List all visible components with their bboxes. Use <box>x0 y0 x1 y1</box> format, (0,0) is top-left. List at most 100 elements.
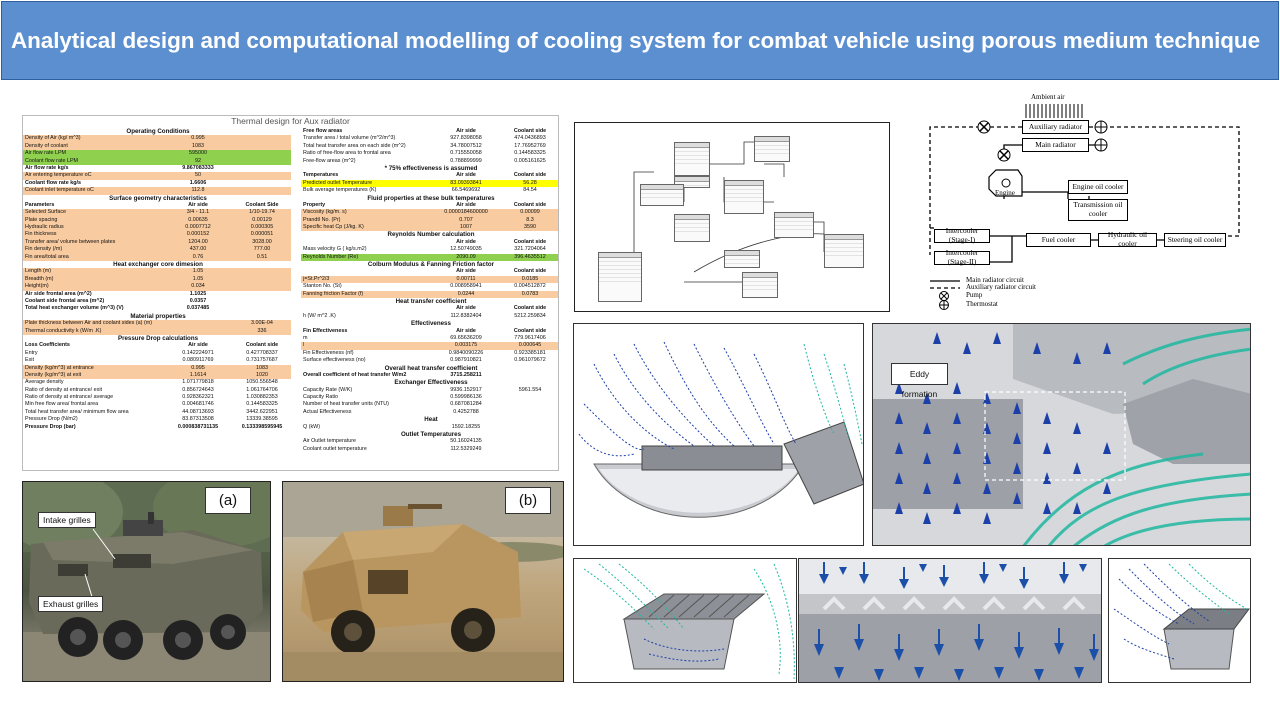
sheet-cell-value: 0.995 <box>191 135 205 142</box>
ambient-air-label: Ambient air <box>1031 93 1065 101</box>
sheet-cell-value: Coolant Side <box>245 201 279 208</box>
sheet-cell-value <box>501 409 558 416</box>
sheet-row: Air entering temperature oC 50 <box>23 172 291 180</box>
sheet-cell-value <box>501 446 558 453</box>
sheet-row: Effectiveness <box>301 320 558 327</box>
flow-box <box>742 272 778 298</box>
sheet-cell-value: 3590 <box>524 224 536 231</box>
cfd-3-illustration <box>583 563 795 680</box>
cfd-vector-closeup <box>798 558 1102 683</box>
page-title: Analytical design and computational mode… <box>11 27 1260 53</box>
thermal-design-sheet: Thermal design for Aux radiator Operatin… <box>22 115 559 471</box>
sheet-cell-label: Bulk average temperatures (K) <box>303 187 377 194</box>
sheet-cell-value: 1.071779818 <box>182 379 214 386</box>
sheet-cell-value: 112.8382404 <box>450 312 482 319</box>
sheet-cell-value: Coolant side <box>513 305 547 312</box>
sheet-cell-label: Fin Effectiveness <box>303 327 348 334</box>
sheet-cell-value <box>501 401 558 408</box>
sheet-cell-label: Air entering temperature oC <box>25 172 92 179</box>
sheet-cell-value: 1007 <box>460 224 472 231</box>
sheet-row: Length (m)1.05 <box>23 268 291 276</box>
sheet-cell-value <box>501 372 558 379</box>
sheet-cell-value: 1083 <box>256 364 268 371</box>
flow-box <box>774 212 814 238</box>
sheet-cell-value: 56.28 <box>523 179 537 186</box>
sheet-row: Coolant side frontal area (m^2)0.0357 <box>23 298 291 305</box>
cooling-system-schematic: Ambient air Auxiliary radiator Main radi… <box>926 92 1256 312</box>
sheet-cell-value: 0.707 <box>459 216 473 223</box>
sheet-cell-value: Air side <box>456 268 476 275</box>
sheet-cell-value: Coolant side <box>513 238 547 245</box>
sheet-cell-label: Min free flow area/ frontal area <box>25 401 99 408</box>
intercooler-stage-2-box: Intercooler (Stage-II) <box>934 249 990 266</box>
sheet-row: Heat transfer coefficient <box>301 298 558 305</box>
sheet-row: Exchanger Effectiveness <box>301 379 558 387</box>
sheet-cell-value: 17.76952769 <box>514 142 546 149</box>
sheet-cell-label: Length (m) <box>25 268 52 275</box>
sheet-cell-value: 1050.556548 <box>246 379 278 386</box>
sheet-cell-label: Fin area/total area <box>25 253 69 260</box>
sheet-row: Height(m)0.034 <box>23 283 291 291</box>
flow-box <box>640 184 684 206</box>
sheet-cell-value <box>233 135 291 142</box>
cfd-4-illustration <box>799 562 1101 682</box>
sheet-cell-value: 3/4 - 11.1 <box>186 209 210 216</box>
sheet-cell-value: 84.54 <box>523 187 537 194</box>
sheet-cell-value <box>233 172 291 179</box>
sheet-cell-value: Coolant side <box>513 268 547 275</box>
sheet-cell-label: Surface effectiveness (no) <box>303 357 366 364</box>
sheet-cell-label: Plate thickness between Air and coolant … <box>25 320 153 327</box>
sheet-cell-value: 3715.258211 <box>450 371 482 378</box>
sheet-cell-value: 13339.38595 <box>246 416 278 423</box>
sheet-cell-value: 0.00099 <box>520 209 540 216</box>
sheet-cell-value: 3.00E-04 <box>251 320 273 327</box>
sheet-cell-value: 12.50749035 <box>450 246 482 253</box>
sheet-cell-label: Property <box>303 201 326 208</box>
sheet-cell-value: 0.000051 <box>250 231 274 238</box>
sheet-cell-value: 0.0000184600000 <box>444 209 488 216</box>
cfd-streamline-view-1 <box>573 323 864 546</box>
sheet-cell-label <box>301 268 431 275</box>
sheet-row: Total heat transfer area on each side (m… <box>301 142 558 150</box>
sheet-cell-value: Air side <box>456 327 476 334</box>
sheet-cell-label: Exit <box>25 357 34 364</box>
photo-b-label: (b) <box>505 487 551 514</box>
cfd-streamline-view-2 <box>573 558 797 683</box>
sheet-cell-label: Air Outlet temperature <box>303 438 357 445</box>
sheet-row: Operating Conditions <box>23 128 291 135</box>
sheet-cell-value: Air side <box>188 201 208 208</box>
sheet-cell-value: 336 <box>257 327 267 334</box>
sheet-cell-value: 0.144583325 <box>514 150 546 157</box>
sheet-cell-value: 0.0357 <box>189 297 207 304</box>
legend-aux-circuit: Auxiliary radiator circuit <box>966 283 1036 291</box>
sheet-cell-label: m <box>303 334 308 341</box>
cfd-eddy-view <box>872 323 1251 546</box>
sheet-cell-value: 0.005161625 <box>514 157 546 164</box>
sheet-cell-label: l <box>303 342 305 349</box>
sheet-cell-value: 0.133398595945 <box>241 423 283 430</box>
cfd-2-illustration <box>873 324 1250 545</box>
sheet-cell-value: 50 <box>195 172 201 179</box>
sheet-cell-label: Exchanger Effectiveness <box>394 379 468 387</box>
sheet-cell-value: 1.061764706 <box>246 386 278 393</box>
sheet-cell-value: 0.856724643 <box>182 386 214 393</box>
sheet-cell-value: 0.000645 <box>518 342 542 349</box>
sheet-cell-value <box>163 328 233 335</box>
sheet-cell-label: Plate spacing <box>25 216 58 223</box>
sheet-cell-label: Pressure Drop (N/m2) <box>25 416 78 423</box>
